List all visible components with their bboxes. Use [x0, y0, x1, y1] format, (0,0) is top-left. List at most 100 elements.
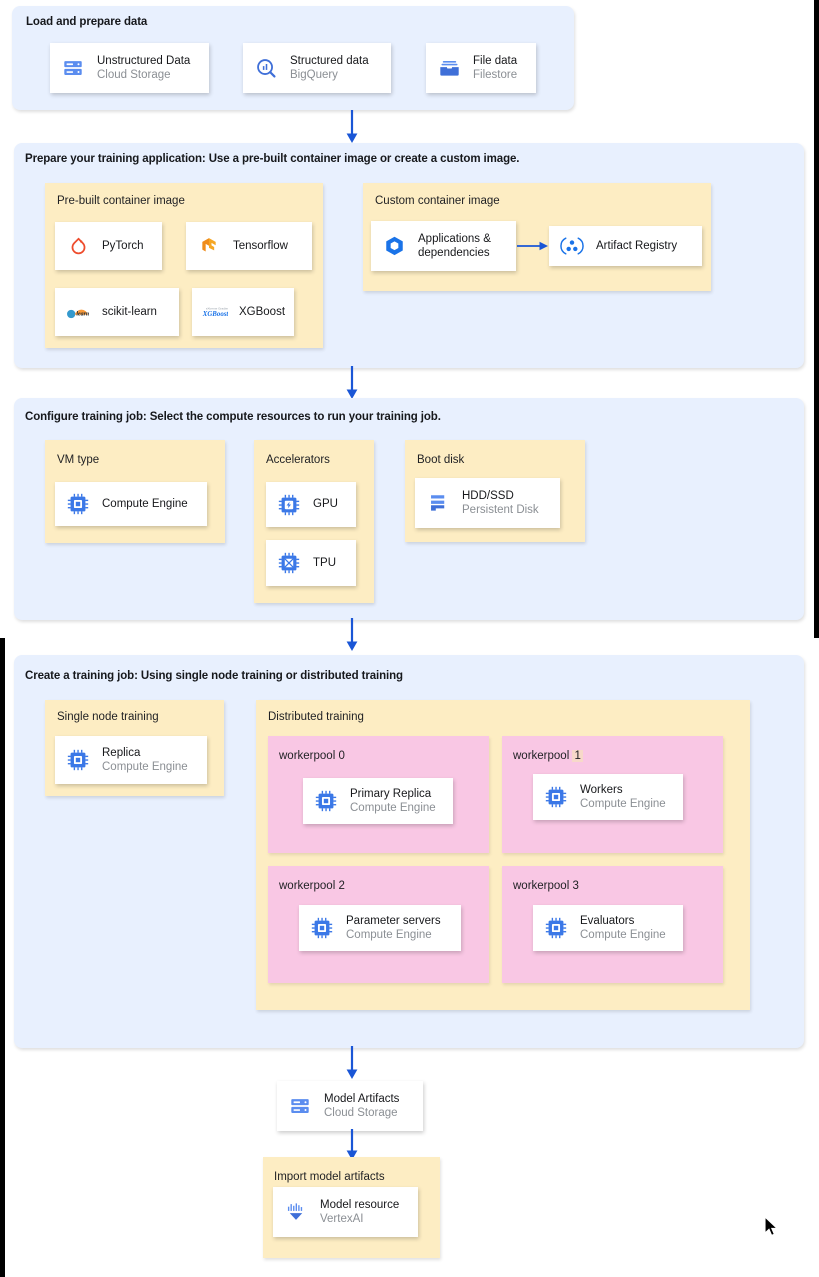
card-model-resource[interactable]: Model resource VertexAI — [273, 1187, 418, 1237]
card-primary-label: PyTorch — [102, 239, 144, 252]
stage-title-configure: Configure training job: Select the compu… — [25, 411, 441, 423]
card-primary-label: Tensorflow — [233, 239, 288, 252]
card-secondary-label: Compute Engine — [102, 761, 188, 773]
cloud-storage-icon — [60, 55, 86, 81]
card-secondary-label: Filestore — [473, 69, 518, 81]
card-file-data[interactable]: File data Filestore — [426, 43, 536, 93]
card-gpu[interactable]: GPU — [266, 482, 356, 527]
pytorch-icon — [65, 233, 91, 259]
card-secondary-label: BigQuery — [290, 69, 338, 81]
card-secondary-label: Compute Engine — [580, 798, 666, 810]
card-xgboost[interactable]: eXtreme Gradient XGBoost XGBoost — [192, 288, 294, 336]
card-model-artifacts[interactable]: Model Artifacts Cloud Storage — [277, 1081, 423, 1131]
card-tensorflow[interactable]: Tensorflow — [186, 222, 312, 270]
card-primary-label: File data — [473, 54, 518, 67]
cpu-chip-icon — [313, 788, 339, 814]
card-primary-label-line2: dependencies — [418, 247, 490, 259]
persistent-disk-icon — [425, 490, 451, 516]
card-artifact-registry[interactable]: Artifact Registry — [549, 226, 702, 266]
pool-title-workerpool-0: workerpool 0 — [279, 750, 345, 762]
vertex-ai-icon — [283, 1199, 309, 1225]
arrow-create-to-model-artifacts — [346, 1046, 358, 1079]
card-replica[interactable]: Replica Compute Engine — [55, 736, 207, 784]
arrow-prepare-to-configure — [346, 366, 358, 399]
pool-title-highlight: 1 — [572, 750, 583, 762]
card-primary-label: GPU — [313, 498, 338, 511]
card-secondary-label: Compute Engine — [346, 929, 432, 941]
card-primary-label: Parameter servers — [346, 914, 441, 927]
arrow-applications-to-artifact-registry — [517, 241, 548, 251]
stage-title-load: Load and prepare data — [26, 16, 148, 28]
card-primary-label: Evaluators — [580, 914, 635, 927]
card-scikit-learn[interactable]: learn scikit-learn — [55, 288, 179, 336]
filestore-icon — [436, 55, 462, 81]
card-primary-label: XGBoost — [239, 305, 286, 318]
card-secondary-label: Cloud Storage — [97, 69, 171, 81]
cpu-chip-icon — [543, 784, 569, 810]
card-primary-label: Compute Engine — [102, 497, 188, 510]
arrow-model-artifacts-to-import — [346, 1129, 358, 1160]
arrow-load-to-prepare — [346, 110, 358, 143]
arrow-configure-to-create — [346, 618, 358, 651]
bigquery-icon — [253, 55, 279, 81]
group-title-pre-built: Pre-built container image — [57, 195, 185, 207]
cpu-chip-icon — [309, 915, 335, 941]
card-evaluators[interactable]: Evaluators Compute Engine — [533, 905, 691, 959]
mouse-cursor — [764, 1216, 779, 1237]
card-primary-label: Applications & — [418, 232, 491, 245]
svg-text:learn: learn — [76, 312, 89, 318]
card-secondary-label: VertexAI — [320, 1213, 364, 1225]
stage-title-create: Create a training job: Using single node… — [25, 670, 403, 682]
card-primary-label: scikit-learn — [102, 305, 157, 318]
svg-text:XGBoost: XGBoost — [202, 311, 228, 318]
group-title-import-model-artifacts: Import model artifacts — [274, 1171, 385, 1183]
card-hdd-ssd[interactable]: HDD/SSD Persistent Disk — [415, 478, 560, 528]
cloud-storage-icon — [287, 1093, 313, 1119]
card-unstructured-data[interactable]: Unstructured Data Cloud Storage — [50, 43, 209, 93]
card-parameter-servers[interactable]: Parameter servers Compute Engine — [299, 905, 469, 959]
card-applications-and-dependencies[interactable]: Applications & dependencies — [371, 221, 516, 271]
card-primary-replica[interactable]: Primary Replica Compute Engine — [303, 778, 453, 824]
card-primary-label: Workers — [580, 783, 623, 796]
group-title-vm-type: VM type — [57, 454, 100, 466]
tpu-chip-icon — [276, 550, 302, 576]
tensorflow-icon — [196, 233, 222, 259]
card-pytorch[interactable]: PyTorch — [55, 222, 162, 270]
card-secondary-label: Compute Engine — [350, 802, 436, 814]
card-workers[interactable]: Workers Compute Engine — [533, 774, 691, 828]
xgboost-icon: eXtreme Gradient XGBoost — [202, 299, 228, 325]
left-edge-band — [0, 638, 5, 1277]
card-tpu[interactable]: TPU — [266, 540, 356, 586]
stage-title-prepare: Prepare your training application: Use a… — [25, 153, 520, 165]
card-structured-data[interactable]: Structured data BigQuery — [243, 43, 391, 93]
card-primary-label: Model resource — [320, 1198, 400, 1211]
card-primary-label: Replica — [102, 746, 141, 759]
cpu-chip-icon — [65, 491, 91, 517]
card-secondary-label: Cloud Storage — [324, 1107, 398, 1119]
card-primary-label: Primary Replica — [350, 787, 432, 800]
cpu-chip-icon — [65, 747, 91, 773]
card-primary-label: Unstructured Data — [97, 54, 191, 67]
pool-title-workerpool-3: workerpool 3 — [513, 880, 579, 892]
card-primary-label: Model Artifacts — [324, 1092, 400, 1105]
cpu-chip-icon — [543, 915, 569, 941]
group-title-single-node: Single node training — [57, 711, 159, 723]
right-edge-band — [814, 0, 819, 638]
card-primary-label: Artifact Registry — [596, 239, 678, 252]
group-title-boot-disk: Boot disk — [417, 454, 465, 466]
pool-title-workerpool-1: workerpool 1 — [513, 750, 583, 762]
card-secondary-label: Compute Engine — [580, 929, 666, 941]
container-cube-icon — [381, 233, 407, 259]
gpu-chip-icon — [276, 492, 302, 518]
card-primary-label: HDD/SSD — [462, 489, 514, 502]
card-primary-label: Structured data — [290, 54, 369, 67]
svg-text:eXtreme Gradient: eXtreme Gradient — [206, 307, 228, 311]
artifact-registry-icon — [559, 233, 585, 259]
scikit-learn-icon: learn — [65, 299, 91, 325]
card-primary-label: TPU — [313, 556, 336, 569]
group-title-accelerators: Accelerators — [266, 454, 330, 466]
card-secondary-label: Persistent Disk — [462, 504, 539, 516]
card-compute-engine[interactable]: Compute Engine — [55, 482, 207, 526]
group-title-custom: Custom container image — [375, 195, 500, 207]
pool-title-workerpool-2: workerpool 2 — [279, 880, 345, 892]
